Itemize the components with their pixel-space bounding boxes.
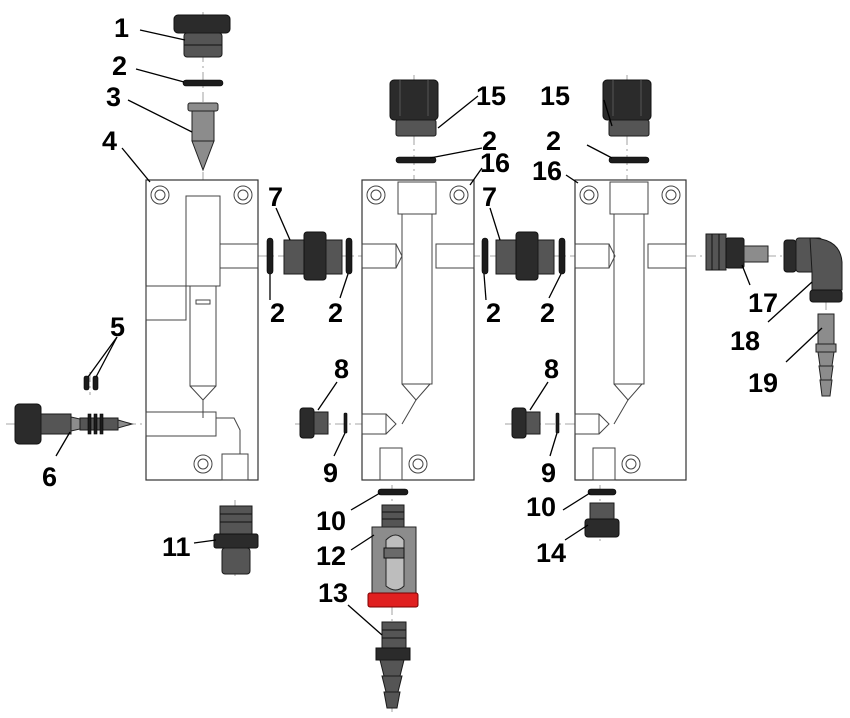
- label-3: 3: [106, 82, 121, 112]
- coupler-part-7-right: [495, 231, 555, 281]
- label-18: 18: [730, 326, 760, 356]
- label-10-left: 10: [316, 506, 346, 536]
- label-8-left: 8: [334, 354, 349, 384]
- label-2-top: 2: [112, 51, 127, 81]
- label-17: 17: [748, 288, 778, 318]
- label-7-left: 7: [268, 182, 283, 212]
- o-rings-part-10: [377, 488, 617, 496]
- manifold-block-16-middle: [361, 179, 475, 481]
- manifold-block-4: [145, 179, 259, 481]
- plug-part-8-right: [511, 407, 541, 439]
- label-13: 13: [318, 578, 348, 608]
- label-4: 4: [102, 126, 117, 156]
- label-2-right-b: 2: [540, 298, 555, 328]
- threaded-adapter-part-17: [705, 233, 769, 271]
- needle-stem-part-6: [14, 403, 134, 445]
- needle-part-3: [187, 102, 219, 172]
- washer-part-9-left: [343, 412, 348, 434]
- label-11: 11: [162, 532, 191, 562]
- label-2-left-a: 2: [270, 298, 285, 328]
- hose-barb-part-13: [375, 621, 411, 709]
- label-2-left-b: 2: [328, 298, 343, 328]
- barb-part-19: [815, 313, 837, 397]
- coupler-part-7-left: [283, 231, 343, 281]
- part-labels: 1 2 3 4 5 6 7 2 2 8 9 10 11 12 13 15 2 1…: [42, 13, 778, 608]
- small-o-rings-part-5: [83, 375, 99, 391]
- plug-part-8-left: [299, 407, 329, 439]
- label-16-right: 16: [532, 156, 562, 186]
- label-15-middle: 15: [476, 81, 506, 111]
- label-19: 19: [748, 368, 778, 398]
- label-16-middle: 16: [480, 148, 510, 178]
- label-12: 12: [316, 541, 346, 571]
- label-8-right: 8: [544, 354, 559, 384]
- cap-part-14: [584, 502, 620, 538]
- label-6: 6: [42, 462, 57, 492]
- knob-part-1: [173, 14, 231, 58]
- label-5: 5: [110, 312, 125, 342]
- label-1: 1: [114, 13, 129, 43]
- label-15-right: 15: [540, 81, 570, 111]
- label-14: 14: [536, 538, 566, 568]
- cap-part-15-middle: [389, 79, 439, 137]
- o-rings-part-2: [182, 79, 650, 275]
- elbow-fitting-part-18: [783, 237, 843, 303]
- label-10-right: 10: [526, 492, 556, 522]
- label-9-right: 9: [541, 458, 556, 488]
- washer-part-9-right: [555, 412, 560, 434]
- label-2-middle-top: 2: [482, 126, 497, 156]
- fitting-part-11: [213, 505, 259, 575]
- leader-lines: [55, 29, 823, 636]
- manifold-block-16-right: [574, 179, 687, 481]
- label-9-left: 9: [323, 458, 338, 488]
- label-2-right-top: 2: [546, 126, 561, 156]
- ball-valve-part-12: [367, 504, 419, 608]
- label-7-right: 7: [482, 182, 497, 212]
- label-2-right-a: 2: [486, 298, 501, 328]
- cap-part-15-right: [602, 79, 652, 137]
